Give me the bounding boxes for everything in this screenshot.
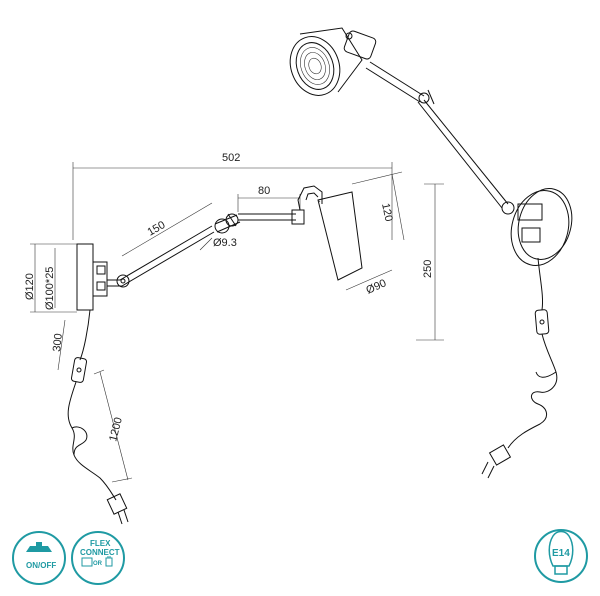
dim-label-300: 300 [51, 333, 65, 353]
dim-label-pivot: Ø9.3 [213, 237, 237, 249]
cord-dimensions: 300 1200 [51, 319, 133, 483]
dim-label-1200: 1200 [107, 416, 125, 443]
flex-connect-icon-badge: FLEX CONNECT OR [71, 531, 125, 585]
bulb-icon-badge: E14 [534, 529, 588, 583]
dim-label-502: 502 [222, 152, 240, 164]
bulb-icon [548, 530, 574, 567]
plug-icon [105, 556, 113, 567]
dim-label-150: 150 [146, 219, 168, 239]
lamp-arm [107, 209, 305, 288]
base-dimensions: Ø120 Ø100*25 [24, 243, 77, 313]
onoff-label: ON/OFF [26, 561, 56, 570]
lamp-perspective [289, 27, 573, 479]
onoff-icon-badge: ON/OFF [12, 531, 66, 585]
lamp-shade [297, 185, 363, 281]
bulb-label: E14 [552, 548, 570, 559]
dim-label-80: 80 [258, 185, 270, 197]
dim-label-base-inner: Ø100*25 [44, 267, 56, 310]
switch-icon [26, 546, 52, 552]
flex-label: FLEX [90, 539, 111, 548]
or-label: OR [93, 561, 103, 567]
arm-dimensions: 150 80 Ø9.3 [121, 185, 301, 257]
dimension-250: 250 [416, 183, 444, 341]
power-cord-left [67, 309, 129, 525]
wall-plate [76, 243, 108, 311]
dimension-502: 502 [72, 152, 393, 240]
shade-dimensions: 120 Ø90 [345, 171, 405, 297]
connect-label: CONNECT [80, 548, 120, 557]
dim-label-250: 250 [422, 260, 434, 278]
dim-label-120: 120 [379, 202, 395, 222]
dim-label-base: Ø120 [24, 273, 36, 300]
